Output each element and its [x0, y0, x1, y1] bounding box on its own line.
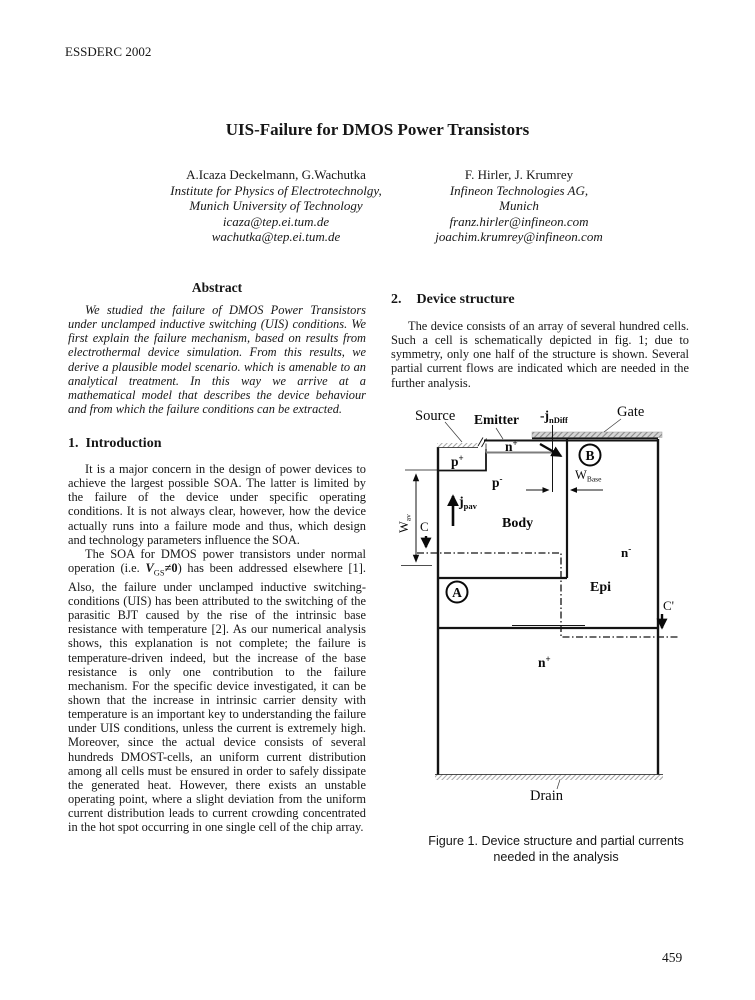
formula-vgs-sub: GS — [153, 567, 165, 578]
node-b-circle — [578, 443, 602, 467]
c-prime-label: C' — [663, 598, 674, 613]
author-affiliation: Munich University of Technology — [189, 198, 363, 214]
body-label: Body — [502, 516, 533, 531]
node-a-circle — [445, 580, 469, 604]
intro-paragraph-1: It is a major concern in the design of p… — [68, 462, 366, 547]
device-outline — [417, 425, 679, 780]
caption-line2: needed in the analysis — [493, 849, 619, 864]
section-title: Device structure — [416, 292, 515, 307]
abstract-paragraph: We studied the failure of DMOS Power Tra… — [68, 303, 366, 417]
source-leader — [444, 421, 463, 443]
wav-label: Wav — [397, 514, 413, 533]
section-heading-introduction: 1. Introduction — [68, 436, 366, 452]
current-arrows — [420, 442, 668, 630]
figure1-caption: Figure 1. Device structure and partial c… — [400, 834, 712, 865]
conference-header: ESSDERC 2002 — [65, 44, 152, 59]
author-affiliation: Infineon Technologies AG, — [449, 182, 589, 198]
n-plus-substrate-label: n+ — [538, 654, 551, 670]
section-number: 1. — [68, 436, 79, 451]
abstract-text: We studied the failure of DMOS Power Tra… — [68, 303, 366, 416]
leader-lines — [444, 418, 622, 790]
paper-title: UIS-Failure for DMOS Power Transistors — [225, 120, 530, 139]
drain-label: Drain — [530, 788, 564, 804]
n-minus-label: n- — [621, 544, 631, 560]
source-label: Source — [415, 408, 455, 424]
section-number: 2. — [391, 292, 402, 307]
author-block-left: A.Icaza Deckelmann, G.Wachutka Institute… — [126, 167, 426, 245]
gate-electrode — [531, 431, 663, 438]
author-email: franz.hirler@infineon.com — [449, 213, 589, 229]
section-heading-device-structure: 2. Device structure — [391, 292, 689, 308]
c-label: C — [420, 519, 429, 534]
n-plus-emitter-label: n+ — [505, 438, 518, 454]
jndiff-label: -jnDiff — [540, 408, 568, 425]
emitter-label: Emitter — [474, 412, 519, 427]
author-block-right: F. Hirler, J. Krumrey Infineon Technolog… — [390, 167, 648, 245]
drain-leader — [556, 779, 561, 790]
formula-vgs: V — [145, 561, 154, 576]
section-title: Introduction — [85, 436, 162, 451]
emitter-leader — [495, 427, 504, 440]
page-number: 459 — [662, 950, 683, 965]
author-email: wachutka@tep.ei.tum.de — [211, 229, 341, 245]
author-affiliation: Institute for Physics of Electrotechnolg… — [170, 182, 382, 198]
device-paragraph-1: The device consists of an array of sever… — [391, 319, 689, 390]
current-path-dashdot — [417, 552, 679, 638]
figure1-device-diagram: Source Emitter Gate Drain -jnDiff jpav p… — [397, 404, 679, 804]
drain-contact-hatch — [435, 774, 663, 780]
source-contact-hatch — [437, 443, 478, 448]
author-email: joachim.krumrey@infineon.com — [435, 229, 603, 245]
abstract-heading: Abstract — [191, 280, 243, 295]
epi-label: Epi — [590, 580, 611, 595]
dimension-lines — [401, 469, 603, 566]
introduction-text: It is a major concern in the design of p… — [68, 462, 366, 835]
p-minus-label: p- — [492, 474, 503, 490]
node-b-label: B — [585, 448, 594, 463]
p-plus-boundary — [438, 449, 487, 472]
node-a-label: A — [452, 585, 462, 600]
author-names: A.Icaza Deckelmann, G.Wachutka — [186, 167, 366, 182]
wav-ticks — [401, 469, 438, 566]
gate-label: Gate — [617, 404, 644, 420]
author-names: F. Hirler, J. Krumrey — [464, 167, 574, 182]
jpav-label: jpav — [458, 495, 478, 511]
p-plus-label: p+ — [451, 453, 464, 469]
break-mark — [477, 437, 487, 448]
author-affiliation: Munich — [499, 198, 539, 214]
gate-leader — [603, 418, 622, 433]
device-structure-text: The device consists of an array of sever… — [391, 319, 689, 390]
intro-paragraph-2: The SOA for DMOS power transistors under… — [68, 546, 366, 835]
jndiff-arrow — [539, 442, 563, 458]
caption-line1: Figure 1. Device structure and partial c… — [428, 834, 684, 848]
formula-neq: ≠0 — [164, 561, 178, 576]
wbase-label: WBase — [575, 468, 602, 484]
author-email: icaza@tep.ei.tum.de — [222, 213, 330, 229]
